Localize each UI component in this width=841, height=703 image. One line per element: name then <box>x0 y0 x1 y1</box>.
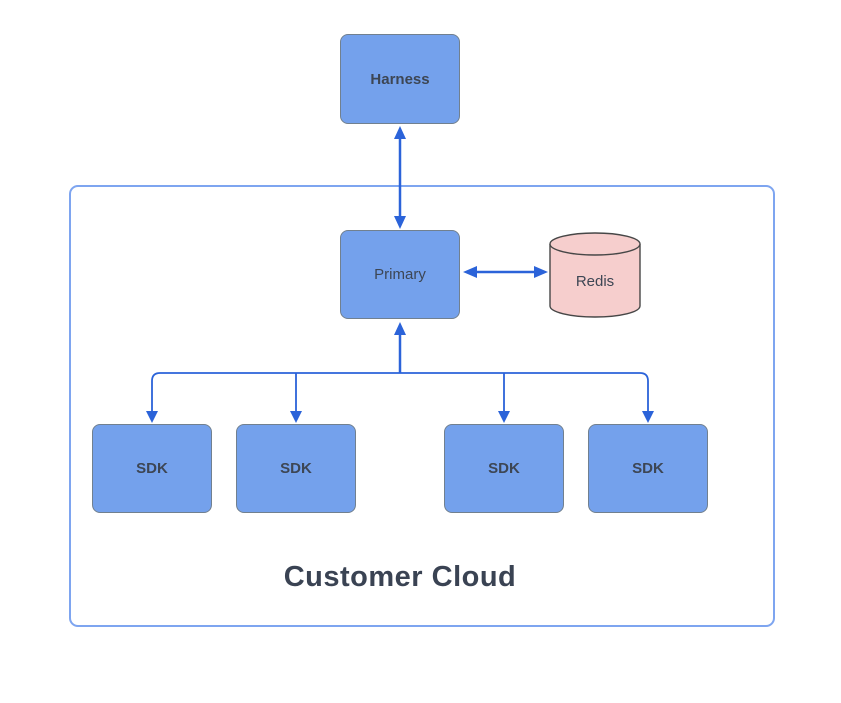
sdk-node-4: SDK <box>588 424 708 513</box>
customer-cloud-container <box>69 185 775 627</box>
customer-cloud-title: Customer Cloud <box>283 561 517 593</box>
redis-cylinder <box>549 232 641 318</box>
sdk-node-2: SDK <box>236 424 356 513</box>
sdk-node-1: SDK <box>92 424 212 513</box>
primary-node: Primary <box>340 230 460 319</box>
redis-cylinder-body <box>549 244 641 318</box>
harness-label: Harness <box>370 70 430 88</box>
sdk-node-3: SDK <box>444 424 564 513</box>
sdk-2-label: SDK <box>280 460 312 477</box>
sdk-1-label: SDK <box>136 460 168 477</box>
primary-label: Primary <box>374 266 426 283</box>
sdk-4-label: SDK <box>632 460 664 477</box>
redis-cylinder-top <box>549 232 641 256</box>
harness-node: Harness <box>340 34 460 124</box>
redis-label: Redis <box>575 272 615 290</box>
sdk-3-label: SDK <box>488 460 520 477</box>
